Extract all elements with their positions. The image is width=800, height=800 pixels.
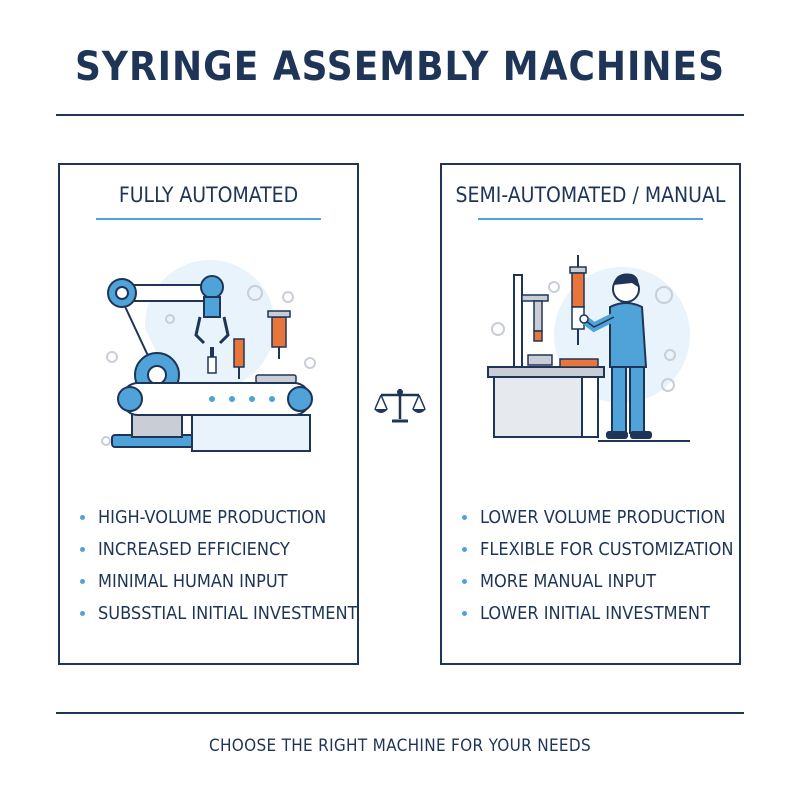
bullet-dot-icon: [80, 515, 85, 520]
list-item: MINIMAL HUMAN INPUT: [78, 569, 358, 601]
list-item: LOWER INITIAL INVESTMENT: [460, 601, 734, 633]
heading-underline: [478, 218, 703, 220]
fully-automated-panel: FULLY AUTOMATED: [58, 163, 359, 665]
footer-tagline: CHOOSE THE RIGHT MACHINE FOR YOUR NEEDS: [209, 736, 591, 756]
manual-features-list: LOWER VOLUME PRODUCTION FLEXIBLE FOR CUS…: [460, 505, 734, 633]
automated-features-list: HIGH-VOLUME PRODUCTION INCREASED EFFICIE…: [78, 505, 358, 633]
bullet-dot-icon: [462, 611, 467, 616]
heading-underline: [96, 218, 321, 220]
list-item: SUBSSTIAL INITIAL INVESTMENT: [78, 601, 358, 633]
bullet-dot-icon: [462, 579, 467, 584]
bullet-dot-icon: [462, 515, 467, 520]
bullet-dot-icon: [80, 547, 85, 552]
page-title: SYRINGE ASSEMBLY MACHINES: [74, 44, 726, 90]
bullet-dot-icon: [80, 611, 85, 616]
balance-scale-icon: [374, 389, 426, 423]
title-divider: [56, 114, 744, 116]
list-item: INCREASED EFFICIENCY: [78, 537, 358, 569]
list-item: FLEXIBLE FOR CUSTOMIZATION: [460, 537, 734, 569]
bullet-dot-icon: [80, 579, 85, 584]
footer-divider: [56, 712, 744, 714]
list-item: LOWER VOLUME PRODUCTION: [460, 505, 734, 537]
robot-arm-conveyor-illustration: [101, 260, 316, 452]
panel-heading: SEMI-AUTOMATED / MANUAL: [455, 183, 726, 207]
worker-at-bench-illustration: [487, 255, 690, 442]
bullet-dot-icon: [462, 547, 467, 552]
semi-automated-panel: SEMI-AUTOMATED / MANUAL: [440, 163, 741, 665]
panel-heading: FULLY AUTOMATED: [118, 183, 299, 207]
list-item: MORE MANUAL INPUT: [460, 569, 734, 601]
list-item: HIGH-VOLUME PRODUCTION: [78, 505, 358, 537]
